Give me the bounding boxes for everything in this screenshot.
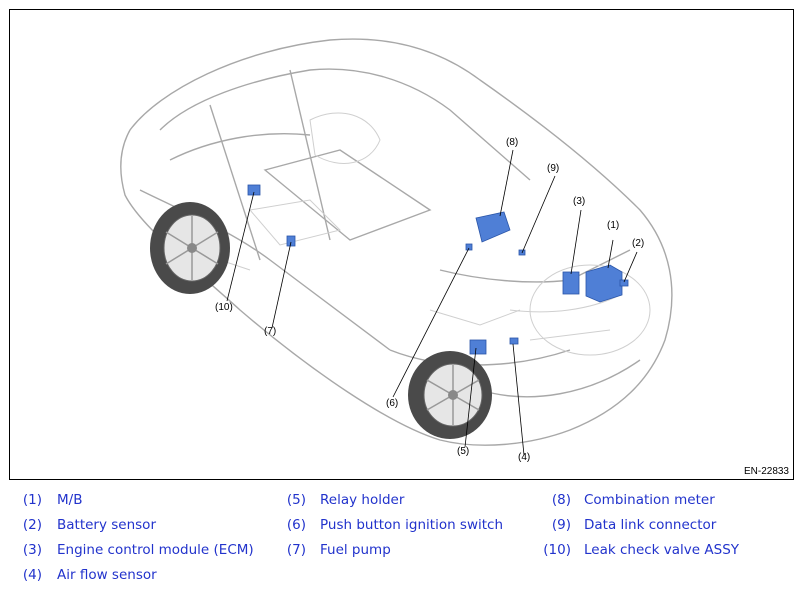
legend-item-8: (8) Combination meter [540, 492, 715, 508]
component-air-flow-sensor [509, 337, 519, 345]
front-wheel [408, 351, 492, 439]
legend-item-10: (10) Leak check valve ASSY [540, 542, 739, 558]
legend-num: (8) [551, 492, 571, 508]
callout-5: (5) [457, 446, 470, 457]
legend-label: Combination meter [584, 492, 715, 508]
component-ecm [562, 271, 580, 295]
callout-3: (3) [573, 196, 586, 207]
rear-wheel [150, 202, 230, 294]
component-combination-meter [475, 211, 511, 243]
legend-num: (2) [22, 517, 42, 533]
leader-lines [226, 149, 638, 456]
legend-label: Battery sensor [57, 517, 156, 533]
legend-item-5: (5) Relay holder [284, 492, 405, 508]
callout-4: (4) [518, 452, 531, 463]
component-battery-sensor [619, 279, 629, 287]
legend-num: (9) [551, 517, 571, 533]
legend-item-4: (4) Air flow sensor [20, 567, 157, 583]
legend-num: (6) [286, 517, 306, 533]
figure-id: EN-22833 [743, 466, 789, 477]
component-mb [585, 264, 623, 303]
legend-num: (7) [286, 542, 306, 558]
legend-label: Engine control module (ECM) [57, 542, 254, 558]
components [247, 184, 629, 355]
callout-6: (6) [386, 398, 399, 409]
callout-1: (1) [607, 220, 620, 231]
legend-num: (1) [22, 492, 42, 508]
legend-num: (10) [543, 542, 571, 558]
car-interior-lines [189, 112, 651, 356]
callout-9: (9) [547, 163, 560, 174]
legend-label: M/B [57, 492, 83, 508]
callout-8: (8) [506, 137, 519, 148]
legend-num: (4) [22, 567, 42, 583]
car-illustration [120, 38, 673, 456]
component-push-button-switch [465, 243, 473, 251]
component-fuel-pump [286, 235, 296, 247]
legend-label: Relay holder [320, 492, 405, 508]
component-location-figure: (1) (2) (3) (4) (5) (6) (7) (8) (9) (10)… [9, 9, 794, 480]
component-leak-check-valve [247, 184, 261, 196]
legend-label: Fuel pump [320, 542, 391, 558]
callout-10: (10) [215, 302, 233, 313]
legend-item-1: (1) M/B [20, 492, 83, 508]
callout-2: (2) [632, 238, 645, 249]
legend-num: (3) [22, 542, 42, 558]
legend-item-3: (3) Engine control module (ECM) [20, 542, 254, 558]
car-body-outline [120, 38, 673, 446]
legend-num: (5) [286, 492, 306, 508]
legend-label: Air flow sensor [57, 567, 157, 583]
legend-label: Push button ignition switch [320, 517, 504, 533]
component-relay-holder [469, 339, 487, 355]
legend-item-7: (7) Fuel pump [284, 542, 391, 558]
legend-item-6: (6) Push button ignition switch [284, 517, 503, 533]
legend-item-2: (2) Battery sensor [20, 517, 156, 533]
legend-item-9: (9) Data link connector [540, 517, 716, 533]
legend-label: Data link connector [584, 517, 717, 533]
legend: (1) M/B (2) Battery sensor (3) Engine contr… [0, 486, 804, 593]
legend-label: Leak check valve ASSY [584, 542, 740, 558]
callout-7: (7) [264, 326, 277, 337]
